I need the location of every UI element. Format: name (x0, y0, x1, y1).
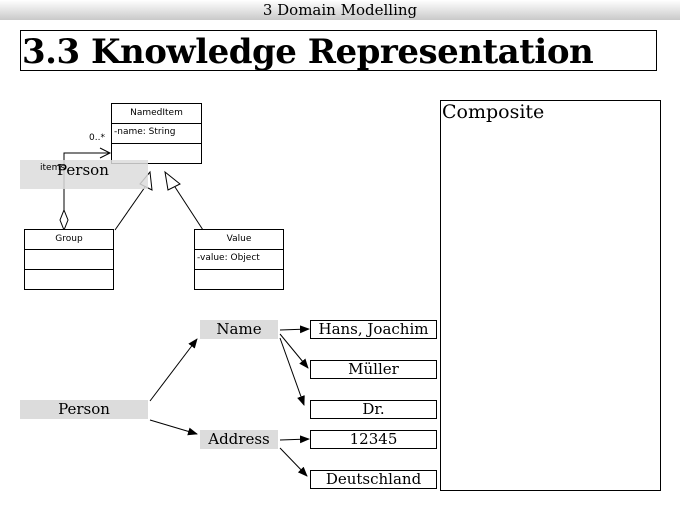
value-hans-joachim: Hans, Joachim (310, 320, 437, 339)
node-address: Address (200, 430, 278, 449)
edge-name-hans (279, 325, 310, 334)
edge-address-12345 (279, 435, 310, 444)
class-value-name: Value (195, 230, 283, 250)
section-title: 3 Domain Modelling (262, 1, 418, 19)
multiplicity-label: 0..* (89, 133, 105, 143)
edge-person-name (149, 338, 198, 402)
class-group-name: Group (25, 230, 113, 250)
overlay-person-label: Person (57, 161, 109, 179)
value-deutschland: Deutschland (310, 470, 437, 489)
class-nameditem-attribute: -name: String (112, 124, 201, 144)
role-label: items (40, 163, 66, 173)
group-generalization-line (114, 186, 146, 231)
class-value-methods (195, 270, 283, 289)
node-person: Person (20, 400, 148, 419)
composite-label: Composite (442, 101, 545, 123)
edge-address-deutschland (279, 447, 308, 477)
value-mueller: Müller (310, 360, 437, 379)
class-nameditem: NamedItem -name: String (111, 103, 202, 164)
node-name: Name (200, 320, 278, 339)
aggregation-line (63, 152, 110, 212)
aggregation-arrowhead (99, 147, 112, 159)
value-generalization-triangle (164, 170, 181, 191)
edge-name-mueller (279, 333, 309, 369)
edge-name-dr (279, 337, 305, 406)
aggregation-diamond (59, 208, 69, 232)
value-12345: 12345 (310, 430, 437, 449)
slide-title: 3.3 Knowledge Representation (22, 32, 594, 72)
class-group: Group (24, 229, 114, 290)
class-group-attributes (25, 250, 113, 270)
class-value: Value -value: Object (194, 229, 284, 290)
class-value-attribute: -value: Object (195, 250, 283, 270)
title-box: 3.3 Knowledge Representation (20, 30, 657, 72)
class-nameditem-name: NamedItem (112, 104, 201, 124)
slide-header: 3 Domain Modelling (0, 0, 680, 20)
edge-person-address (149, 419, 198, 436)
value-generalization-line (174, 186, 204, 231)
composite-box: Composite (440, 100, 661, 491)
value-dr: Dr. (310, 400, 437, 419)
class-group-methods (25, 270, 113, 289)
overlay-person-box (20, 160, 148, 189)
